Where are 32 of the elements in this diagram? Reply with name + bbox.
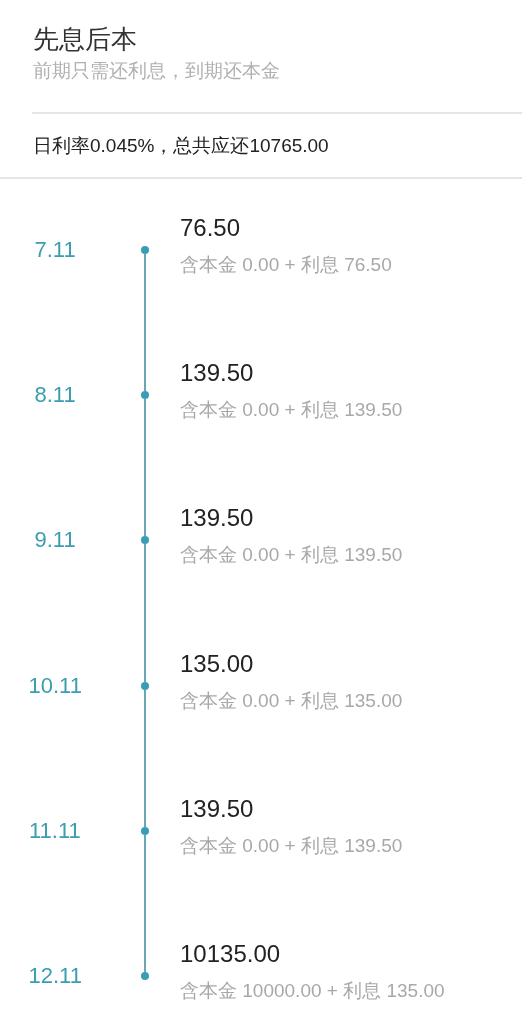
breakdown-text: 含本金 0.00 + 利息 76.50: [180, 253, 392, 277]
subtitle-text: 前期只需还利息，到期还本金: [33, 59, 280, 83]
amount-text: 135.00: [180, 649, 254, 679]
timeline-dot: [141, 246, 149, 254]
amount-text: 10135.00: [180, 939, 281, 969]
breakdown-text: 含本金 10000.00 + 利息 135.00: [180, 979, 445, 1003]
amount-text: 139.50: [180, 794, 254, 824]
timeline-dot: [141, 682, 149, 690]
amount-text: 139.50: [180, 358, 254, 388]
date-label: 7.11: [34, 237, 76, 264]
title-text: 先息后本: [33, 23, 137, 55]
breakdown-text: 含本金 0.00 + 利息 139.50: [180, 398, 403, 422]
date-label: 8.11: [34, 382, 76, 409]
timeline-dot: [141, 391, 149, 399]
breakdown-text: 含本金 0.00 + 利息 135.00: [180, 689, 403, 713]
summary-text: 日利率0.045%，总共应还10765.00: [33, 134, 329, 158]
timeline-dot: [141, 827, 149, 835]
timeline-connector: [144, 543, 146, 683]
date-label: 10.11: [28, 673, 82, 700]
breakdown-text: 含本金 0.00 + 利息 139.50: [180, 543, 403, 567]
timeline-connector: [144, 398, 146, 537]
breakdown-text: 含本金 0.00 + 利息 139.50: [180, 834, 403, 858]
amount-text: 139.50: [180, 503, 254, 533]
timeline-dot: [141, 972, 149, 980]
date-label: 9.11: [34, 527, 76, 554]
timeline-dot: [141, 536, 149, 544]
timeline-connector: [144, 689, 146, 828]
date-label: 12.11: [28, 963, 82, 990]
amount-text: 76.50: [180, 213, 241, 243]
timeline-connector: [144, 834, 146, 973]
date-label: 11.11: [29, 818, 81, 845]
timeline-connector: [144, 253, 146, 392]
